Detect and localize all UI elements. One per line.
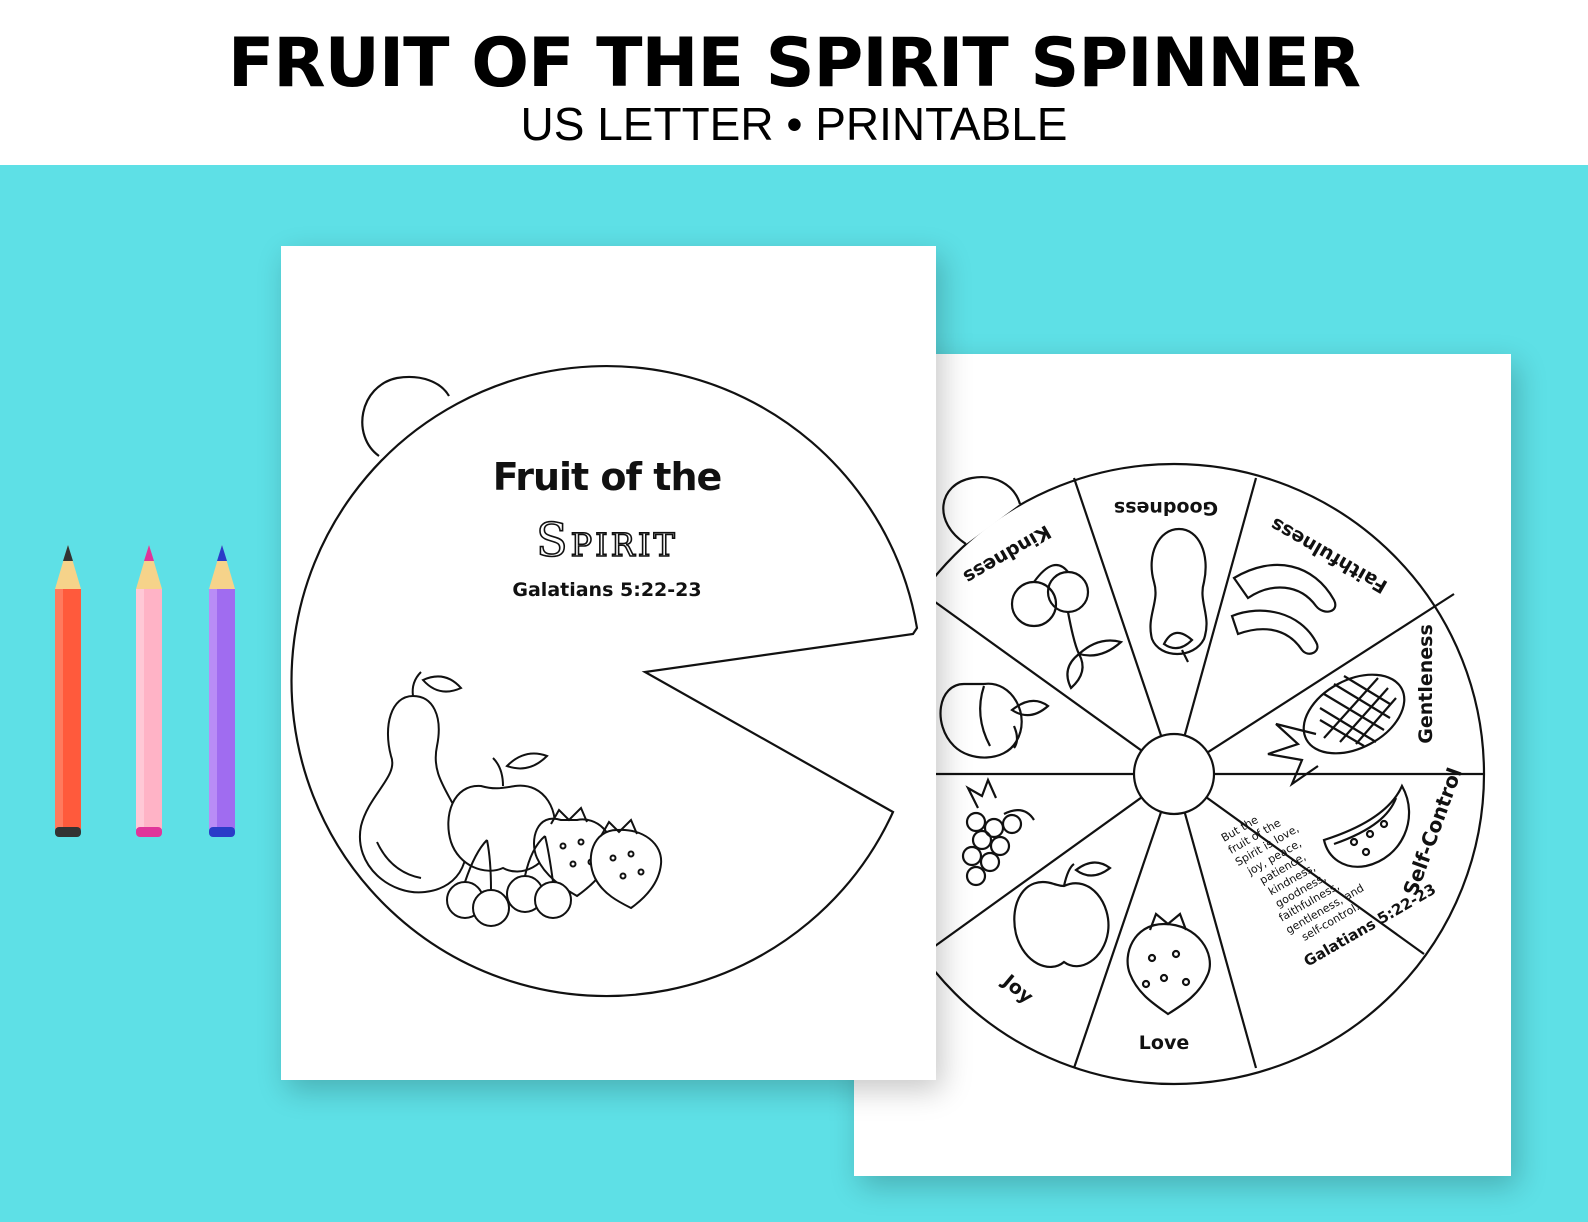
purple-pencil-icon — [209, 545, 235, 837]
grapes-icon — [961, 777, 1035, 887]
product-preview-background: Kindness Goodness Faithfulness Gentlenes… — [0, 165, 1588, 1222]
cherries-icon — [446, 835, 572, 927]
page-subtitle: US LETTER • PRINTABLE — [520, 98, 1068, 150]
page-title: FRUIT OF THE SPIRIT SPINNER — [227, 24, 1361, 103]
strawberry-icon — [533, 806, 613, 898]
love-label: Love — [1139, 1032, 1189, 1054]
cover-heading-line2: Spirit — [536, 513, 678, 567]
cover-tab — [361, 375, 450, 457]
orange-pencil-icon — [55, 545, 81, 837]
cover-reference: Galatians 5:22-23 — [512, 579, 701, 601]
banana-icon — [1230, 563, 1337, 655]
cover-heading-line1: Fruit of the — [493, 455, 722, 499]
header: FRUIT OF THE SPIRIT SPINNER US LETTER • … — [0, 0, 1588, 165]
watermelon-icon — [1322, 783, 1411, 868]
wheel-center — [1132, 732, 1216, 816]
cherries-icon — [1010, 563, 1124, 690]
apple-icon — [1013, 861, 1112, 968]
pear-icon — [1149, 527, 1208, 663]
fruit-pile-illustration — [358, 671, 663, 927]
wheel-sheet: Kindness Goodness Faithfulness Gentlenes… — [854, 354, 1511, 1176]
cover-sheet: Fruit of the Spirit Galatians 5:22-23 — [281, 246, 936, 1080]
pear-icon — [358, 671, 468, 894]
strawberry-icon — [589, 818, 663, 910]
apple-icon — [447, 752, 556, 873]
pineapple-icon — [1267, 673, 1406, 788]
gentleness-label: Gentleness — [1415, 624, 1437, 744]
strawberry-icon — [1126, 912, 1211, 1016]
goodness-label: Goodness — [1114, 497, 1218, 519]
peach-icon — [939, 682, 1050, 759]
pink-pencil-icon — [136, 545, 162, 837]
wheel-tab — [942, 476, 1022, 545]
